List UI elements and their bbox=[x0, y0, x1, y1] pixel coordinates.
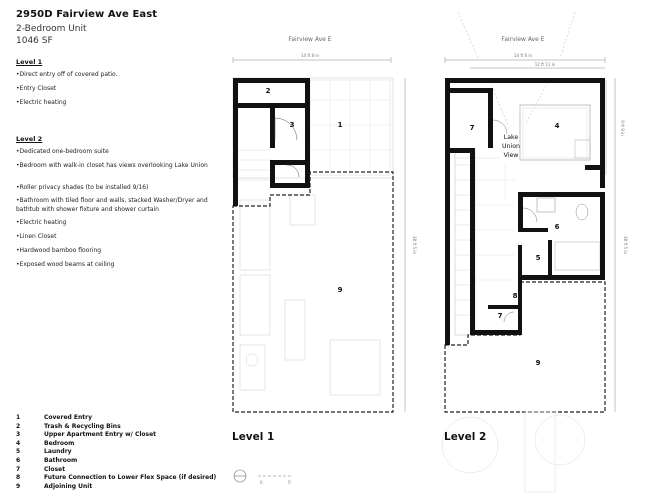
level2-note: •Roller privacy shades (to be installed … bbox=[16, 184, 149, 191]
level1-plan: Fairview Ave E 14 ft 8 in 38 ft 5 in bbox=[232, 36, 417, 413]
level1-label: Level 1 bbox=[232, 431, 275, 443]
level2-width-dim: 14 ft 8 in bbox=[514, 53, 532, 58]
unit-area: 1046 SF bbox=[16, 36, 53, 46]
level2-label: Level 2 bbox=[444, 431, 487, 443]
level2-note: •Dedicated one-bedroom suite bbox=[16, 148, 109, 155]
level2-note: •Electric heating bbox=[16, 219, 67, 226]
level2-wall bbox=[445, 78, 605, 83]
level2-notes-heading: Level 2 bbox=[16, 135, 43, 143]
level2-street-label: Fairview Ave E bbox=[501, 36, 544, 43]
level2-room-label-9: 9 bbox=[536, 359, 541, 367]
level2-bathtub bbox=[554, 241, 601, 271]
level2-note: •Bathroom with tiled floor and walls, st… bbox=[16, 197, 208, 213]
level2-room-label-5: 5 bbox=[536, 254, 541, 262]
level1-width-dim: 14 ft 8 in bbox=[301, 53, 319, 58]
level1-room-label-2: 2 bbox=[266, 87, 271, 95]
level1-room-label-3: 3 bbox=[290, 121, 295, 129]
level1-note: •Entry Closet bbox=[16, 85, 57, 92]
tree-icon bbox=[534, 414, 586, 466]
level1-room-label-9: 9 bbox=[338, 286, 343, 294]
level2-depth-dim: 38 ft 5 in bbox=[623, 236, 628, 254]
level2-bed bbox=[519, 104, 591, 161]
level2-view-cone bbox=[457, 11, 479, 59]
level2-view-label-line2: Union bbox=[502, 143, 520, 150]
level1-street-label: Fairview Ave E bbox=[288, 36, 331, 43]
level2-sink bbox=[536, 197, 556, 213]
scale-bar-end: 5' bbox=[288, 480, 292, 485]
level2-view-label-line3: View bbox=[504, 152, 519, 159]
level2-toilet bbox=[575, 203, 589, 221]
level2-bedroom-dim: 9 ft 9 in bbox=[620, 120, 625, 136]
level2-room-label-6: 6 bbox=[555, 223, 560, 231]
level1-note: •Electric heating bbox=[16, 99, 67, 106]
level2-room-label-4: 4 bbox=[555, 122, 560, 130]
level2-plan: Fairview Ave E 14 ft 8 in 12 ft 11 in 38… bbox=[441, 11, 628, 493]
unit-type: 2-Bedroom Unit bbox=[16, 24, 87, 34]
level2-note: •Hardwood bamboo flooring bbox=[16, 247, 102, 254]
level1-adjoining-unit-outline bbox=[232, 171, 394, 413]
level1-note: •Direct entry off of covered patio. bbox=[16, 71, 118, 78]
tree-icon bbox=[441, 416, 499, 474]
level1-depth-dim: 38 ft 5 in bbox=[412, 236, 417, 254]
level2-note: •Exposed wood beams at ceiling bbox=[16, 261, 115, 268]
level1-notes-heading: Level 1 bbox=[16, 58, 43, 66]
page-title: 2950D Fairview Ave East bbox=[16, 9, 158, 20]
scale-bar-start: 0 bbox=[260, 480, 263, 485]
level1-wall bbox=[233, 78, 310, 83]
level2-note: •Linen Closet bbox=[16, 233, 57, 240]
level2-adjoining-unit-outline bbox=[444, 281, 606, 413]
level2-view-label-line1: Lake bbox=[504, 134, 519, 141]
level2-room-label-8: 8 bbox=[513, 292, 518, 300]
north-arrow-icon bbox=[233, 469, 247, 483]
level2-room-label-7b: 7 bbox=[498, 312, 503, 320]
scale-bar: 0 5' bbox=[258, 475, 292, 485]
level2-inner-width-dim: 12 ft 11 in bbox=[535, 62, 556, 67]
level2-room-label-7a: 7 bbox=[470, 124, 475, 132]
level2-note: •Bedroom with walk-in closet has views o… bbox=[16, 162, 208, 169]
level1-room-label-1: 1 bbox=[338, 121, 343, 129]
